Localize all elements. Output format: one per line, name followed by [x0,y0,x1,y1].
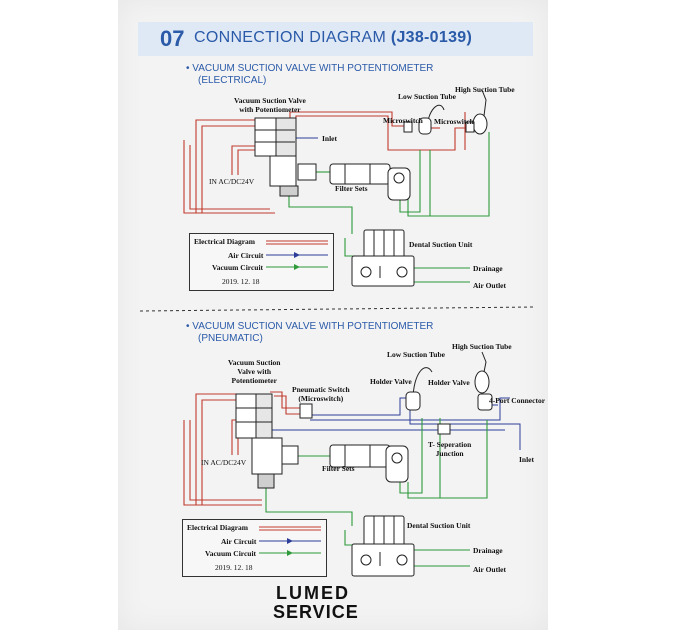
section-title: CONNECTION DIAGRAM (J38-0139) [194,29,472,47]
section2-tubes [405,351,493,435]
section2-tsep-line1: T- Seperation [428,440,472,449]
lumed-service-logo: LUMED SERVICE [273,584,359,622]
section2-suction-unit [351,515,415,577]
section1-legend-swatches [266,240,328,270]
section1-valve-label-line1: Vacuum Suction Valve [234,96,306,105]
section2-legend-date: 2019. 12. 18 [215,563,253,572]
section2-pneumatic-switch-line1: Pneumatic Switch [292,385,350,394]
section2-tsep-line2: Junction [435,449,464,458]
section1-air-outlet-label: Air Outlet [473,281,506,290]
section2-holder-right-label: Holder Valve [428,378,470,387]
section1-vacuum-lines [288,132,490,283]
section2-connector-label: 4-Port Connector [489,396,546,405]
section1-legend-date: 2019. 12. 18 [222,277,260,286]
section2-high-tube-label: High Suction Tube [452,342,512,351]
section1-valve [254,117,317,197]
section1-filter-label: Filter Sets [335,184,368,193]
section2-pneumatic-switch [299,403,313,419]
section2-legend: Electrical Diagram Air Circuit Vacuum Ci… [182,519,327,577]
section2-legend-electrical: Electrical Diagram [187,523,249,532]
section2-filter-label: Filter Sets [322,464,355,473]
section2-holder-left-label: Holder Valve [370,377,412,386]
section-separator [139,306,536,312]
section1-dsu-label: Dental Suction Unit [409,240,473,249]
section1-legend-vacuum: Vacuum Circuit [212,263,264,272]
section2-air-lines [270,397,521,450]
logo-line2: SERVICE [273,602,359,622]
section1-legend-electrical: Electrical Diagram [194,237,256,246]
section2-drainage-label: Drainage [473,546,503,555]
section1-tubes [403,89,488,135]
section1-filter-sets [329,163,411,201]
section2-air-outlet-label: Air Outlet [473,565,506,574]
section2-valve-label-line2: Valve with [237,367,272,376]
section1-microswitch-right-label: Microswitch [434,117,474,126]
section2-subtitle: • VACUUM SUCTION VALVE WITH POTENTIOMETE… [186,321,433,345]
section2-low-tube-label: Low Suction Tube [387,350,445,359]
logo-line1: LUMED [276,583,350,603]
section1-drainage-label: Drainage [473,264,503,273]
section2-dsu-label: Dental Suction Unit [407,521,471,530]
section2-subtitle-line2: (PNEUMATIC) [198,333,263,344]
section1-legend: Electrical Diagram Air Circuit Vacuum Ci… [189,233,334,291]
section2-valve [235,393,299,489]
section-code: (J38-0139) [390,29,473,46]
section1-subtitle-line2: (ELECTRICAL) [198,75,267,86]
section2-valve-label-line1: Vacuum Suction [228,358,281,367]
section2-legend-air: Air Circuit [221,537,257,546]
section2-pneumatic-switch-label: Pneumatic Switch (Microswitch) [292,385,350,403]
section1-low-tube-label: Low Suction Tube [398,92,456,101]
section1-electrical-lines [183,111,468,214]
section1-legend-air: Air Circuit [228,251,264,260]
section2-tsep-label: T- Seperation Junction [428,440,471,458]
section-title-text: CONNECTION DIAGRAM [194,29,387,46]
section2-vacuum-lines [265,418,488,567]
section2-subtitle-line1: • VACUUM SUCTION VALVE WITH POTENTIOMETE… [186,321,434,332]
section1-high-tube-label: High Suction Tube [455,85,515,94]
section2-legend-vacuum: Vacuum Circuit [205,549,257,558]
section2-legend-swatches [259,526,321,556]
section2-filter-sets [329,444,409,483]
header-band [138,22,533,56]
section2-power-label: IN AC/DC24V [201,458,247,467]
section1-inlet-label: Inlet [322,134,337,143]
section1-valve-label-line2: with Potentiometer [239,105,301,114]
section2-valve-label-line3: Potentiometer [231,376,277,385]
section1-subtitle: • VACUUM SUCTION VALVE WITH POTENTIOMETE… [186,63,433,87]
section1-valve-label: Vacuum Suction Valve with Potentiometer [234,96,306,114]
section2-pneumatic-switch-line2: (Microswitch) [298,394,344,403]
section2-inlet-label: Inlet [519,455,534,464]
section1-suction-unit [351,229,415,287]
section1-microswitch-left-label: Microswitch [383,116,423,125]
section2-valve-label: Vacuum Suction Valve with Potentiometer [228,358,280,385]
section1-power-label: IN AC/DC24V [209,177,255,186]
section1-subtitle-line1: • VACUUM SUCTION VALVE WITH POTENTIOMETE… [186,63,434,74]
section-number: 07 [160,26,185,51]
